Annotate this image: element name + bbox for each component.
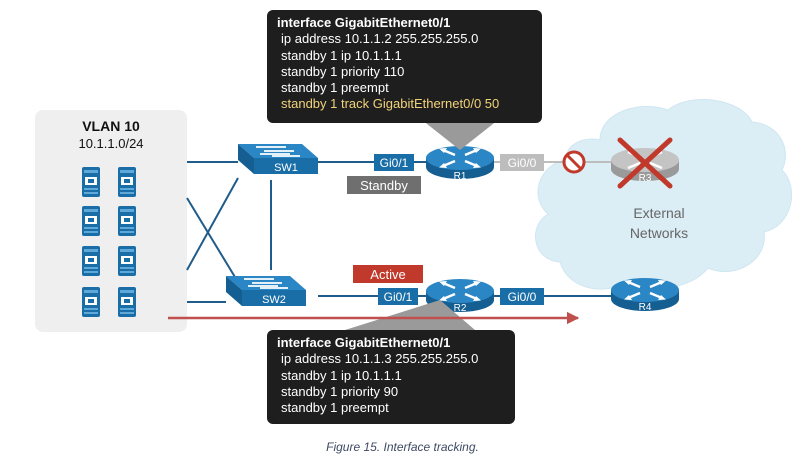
router-r2: R2 [424,277,496,314]
cloud-label-line1: External [633,205,684,221]
router-r3-label: R3 [639,173,652,184]
r2-config-line: standby 1 priority 90 [281,383,399,399]
r1-config-track-line: standby 1 track GigabitEthernet0/0 50 [281,96,500,112]
r2-config-line: standby 1 preempt [281,400,389,416]
standby-badge-label: Standby [360,178,408,193]
port-r1-gi01: Gi0/1 [374,154,414,171]
switch-sw2-label: SW2 [262,294,286,306]
figure-caption: Figure 15. Interface tracking. [326,440,479,454]
router-r4-label: R4 [639,302,652,313]
server-icon [82,206,100,236]
r2-config-line: ip address 10.1.1.3 255.255.255.0 [281,351,479,367]
vlan-panel [35,110,187,332]
failure-x-icon [617,137,673,189]
server-icon [118,246,136,276]
server-icon [118,167,136,197]
r2-config-header: interface GigabitEthernet0/1 [277,335,451,350]
active-badge: Active [353,265,423,283]
server-icon [118,206,136,236]
switch-sw1: SW1 [237,143,319,175]
r1-config-line: standby 1 preempt [281,80,389,96]
port-r2-gi00-label: Gi0/0 [508,290,537,304]
r1-config-line: standby 1 ip 10.1.1.1 [281,47,402,63]
r1-config-line: ip address 10.1.1.2 255.255.255.0 [281,31,479,47]
router-r2-label: R2 [454,303,467,314]
callout-pointer-r2 [345,300,475,330]
vlan-title: VLAN 10 [82,118,140,134]
server-icon [118,287,136,317]
cable-cross-to-sw1 [186,177,239,271]
cloud-label-line2: Networks [630,225,688,241]
port-r1-gi00-label: Gi0/0 [508,156,537,170]
switch-sw1-label: SW1 [274,162,298,174]
router-r1: R1 [424,144,496,182]
port-r1-gi01-label: Gi0/1 [380,156,409,170]
port-r2-gi01-label: Gi0/1 [384,290,413,304]
port-r1-gi00: Gi0/0 [500,154,544,171]
r1-config-box: interface GigabitEthernet0/1 ip address … [267,10,542,123]
active-badge-label: Active [370,267,405,282]
server-icon [82,246,100,276]
blocked-icon [562,150,586,174]
external-networks-cloud [535,99,793,290]
router-r1-label: R1 [454,171,467,182]
cable-cross-to-sw2 [186,197,239,283]
r2-config-line: standby 1 ip 10.1.1.1 [281,367,402,383]
port-r2-gi01: Gi0/1 [378,288,418,305]
switch-sw2: SW2 [225,275,307,307]
server-icon [82,167,100,197]
standby-badge: Standby [347,176,421,194]
vlan-subnet: 10.1.1.0/24 [78,136,143,151]
r2-config-box: interface GigabitEthernet0/1 ip address … [267,330,515,424]
router-r4: R4 [609,276,681,313]
callout-pointer-r1 [422,120,498,150]
server-icon [82,287,100,317]
r1-config-header: interface GigabitEthernet0/1 [277,15,451,30]
r1-config-line: standby 1 priority 110 [281,63,405,79]
port-r2-gi00: Gi0/0 [500,288,544,305]
